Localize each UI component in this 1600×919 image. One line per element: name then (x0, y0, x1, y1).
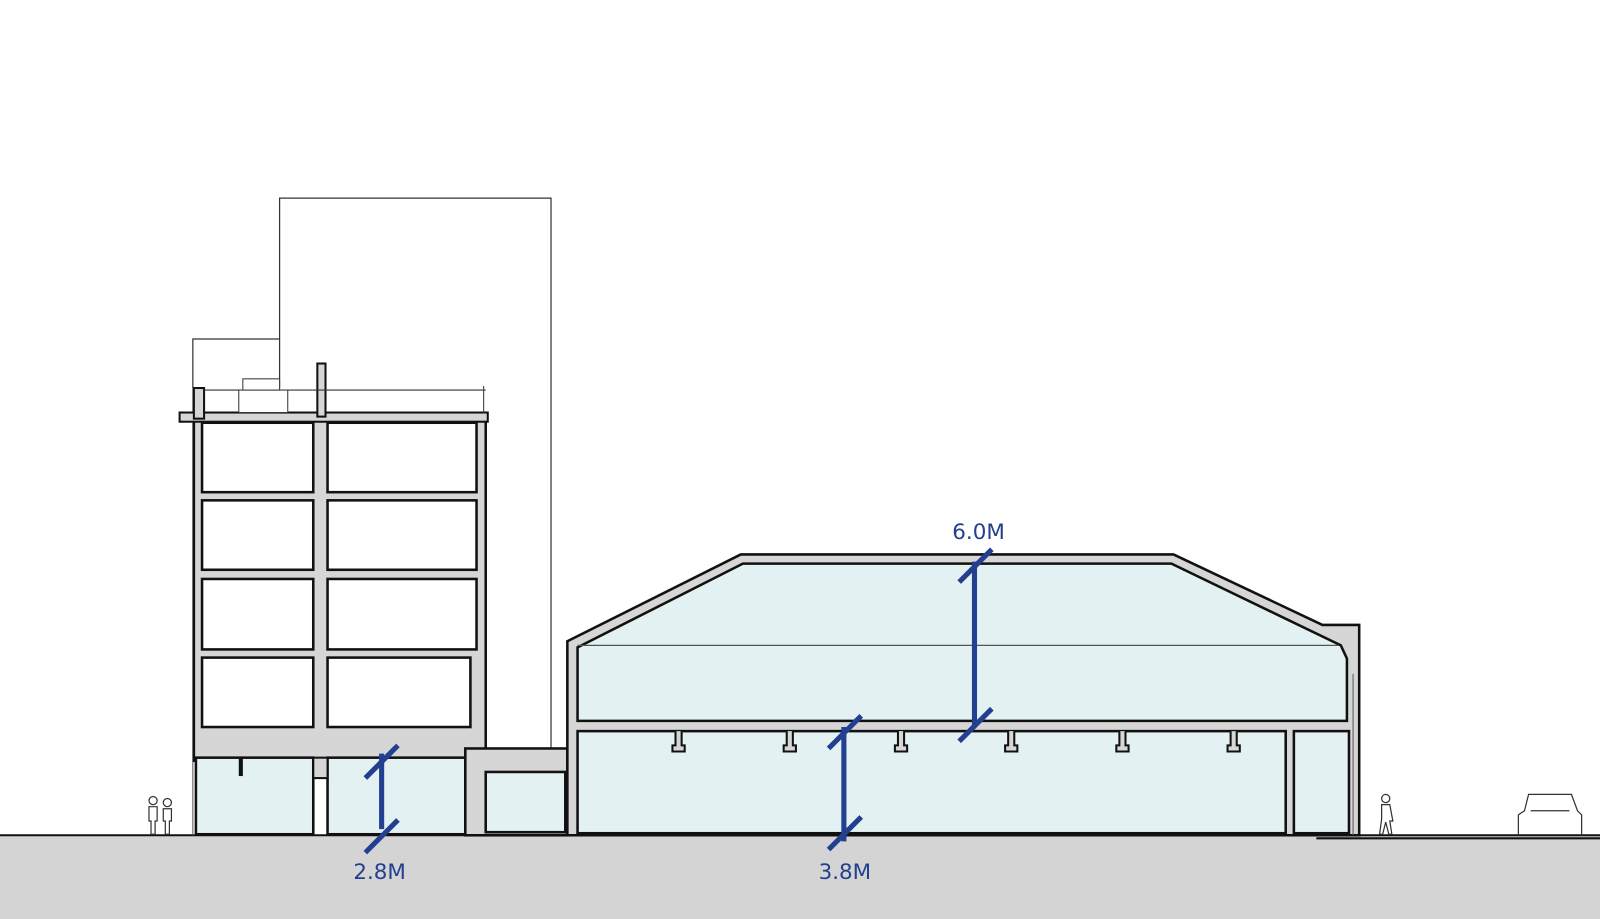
hall-building (566, 553, 1361, 837)
ground (0, 835, 1600, 919)
background-building-outline (278, 197, 552, 749)
rooftop-structure-outline (192, 338, 280, 389)
dimension-label-6-0m: 6.0M (952, 520, 1005, 545)
people-figures-left (148, 795, 173, 835)
link-block (464, 747, 569, 837)
dimension-label-3-8m: 3.8M (819, 860, 872, 885)
dimension-6-0m (957, 547, 994, 744)
dimension-2-8m (363, 743, 400, 855)
left-building (178, 362, 489, 836)
car-outline (1517, 793, 1583, 836)
person-figure-right (1378, 793, 1394, 835)
dimension-label-2-8m: 2.8M (353, 860, 406, 885)
dimension-3-8m (826, 713, 864, 852)
